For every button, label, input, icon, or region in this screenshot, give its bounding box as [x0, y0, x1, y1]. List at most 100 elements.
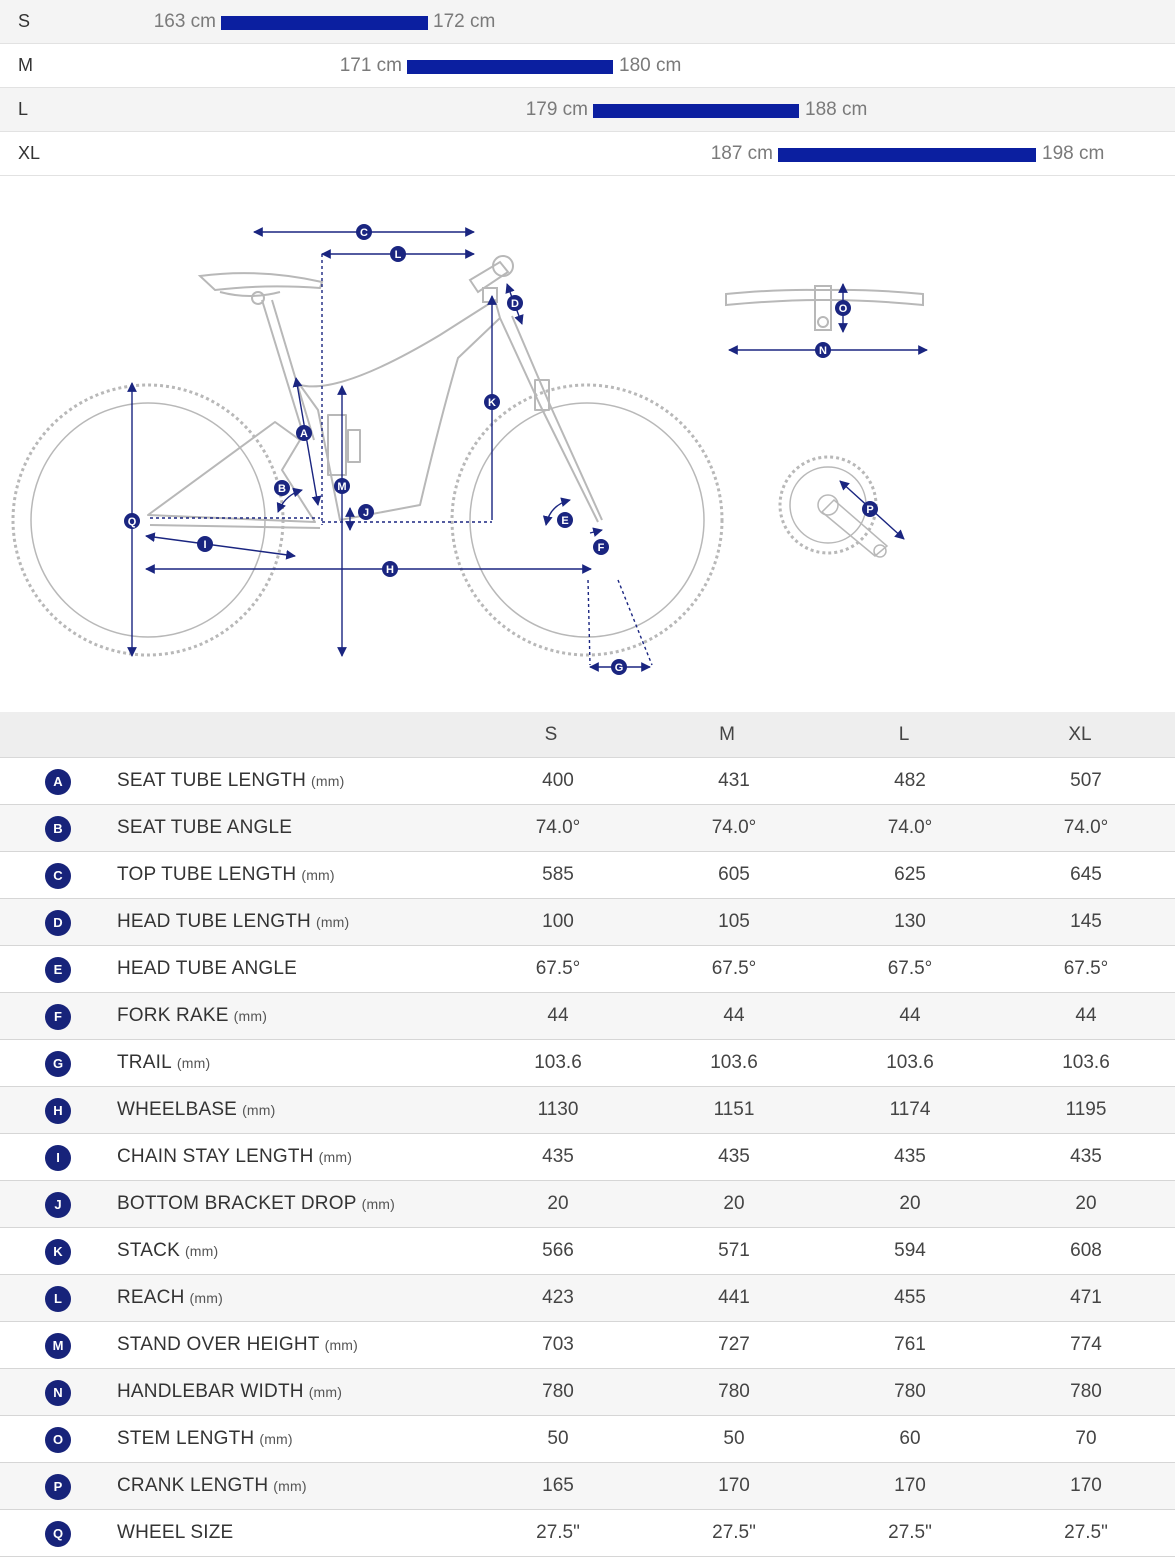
diagram-label-o: O [835, 300, 851, 316]
value-s: 566 [542, 1240, 574, 1261]
letter-badge: M [45, 1333, 71, 1359]
value-xl: 645 [1070, 864, 1102, 885]
value-l: 27.5" [888, 1522, 932, 1543]
value-m: 50 [723, 1428, 745, 1449]
row-label: CHAIN STAY LENGTH(mm) [117, 1146, 352, 1168]
diagram-label-c: C [356, 224, 372, 240]
range-max: 188 cm [805, 99, 868, 120]
diagram-label-d: D [507, 295, 523, 311]
value-m: 74.0° [711, 817, 757, 838]
range-bar [778, 148, 1036, 162]
value-s: 44 [547, 1005, 569, 1026]
handlebar [725, 285, 924, 331]
letter-badge: H [45, 1098, 71, 1124]
range-bar [407, 60, 613, 74]
row-label: WHEEL SIZE [117, 1522, 238, 1544]
value-s: 74.0° [535, 817, 581, 838]
row-label: FORK RAKE(mm) [117, 1005, 267, 1027]
diagram-badges: C L D K A B M J Q I H E F G O N P [124, 224, 878, 675]
measurement-name: STEM LENGTH [117, 1428, 255, 1449]
value-s: 20 [547, 1193, 569, 1214]
letter-badge: D [45, 910, 71, 936]
row-label: CRANK LENGTH(mm) [117, 1475, 307, 1497]
value-xl: 103.6 [1062, 1052, 1110, 1073]
measurement-name: BOTTOM BRACKET DROP [117, 1193, 357, 1214]
svg-text:P: P [866, 504, 873, 516]
rear-wheel [11, 383, 285, 657]
svg-text:N: N [819, 345, 827, 357]
value-s: 50 [547, 1428, 569, 1449]
value-xl: 145 [1070, 911, 1102, 932]
letter-badge: J [45, 1192, 71, 1218]
value-s: 400 [542, 770, 574, 791]
measurement-unit: (mm) [184, 1243, 219, 1259]
geometry-diagram: C L D K A B M J Q I H E F G O N P [0, 176, 1175, 712]
value-l: 625 [894, 864, 926, 885]
value-m: 780 [718, 1381, 750, 1402]
value-m: 67.5° [711, 958, 757, 979]
saddle [197, 272, 324, 305]
diagram-label-h: H [382, 561, 398, 577]
svg-text:L: L [395, 249, 402, 261]
measurement-unit: (mm) [242, 1102, 276, 1118]
stem [468, 255, 514, 303]
value-m: 605 [718, 864, 750, 885]
measurement-name: SEAT TUBE LENGTH [117, 770, 307, 791]
diagram-label-k: K [484, 394, 500, 410]
svg-text:H: H [386, 564, 394, 576]
value-xl: 44 [1075, 1005, 1097, 1026]
column-header-xl: XL [1068, 724, 1092, 745]
row-label: TOP TUBE LENGTH(mm) [117, 864, 335, 886]
range-max: 180 cm [619, 55, 682, 76]
value-l: 780 [894, 1381, 926, 1402]
svg-text:I: I [203, 539, 206, 551]
row-label: STAND OVER HEIGHT(mm) [117, 1334, 358, 1356]
measurement-unit: (mm) [259, 1431, 293, 1447]
value-s: 27.5" [536, 1522, 580, 1543]
svg-text:K: K [488, 397, 496, 409]
value-l: 1174 [889, 1099, 931, 1120]
value-m: 20 [723, 1193, 745, 1214]
value-s: 423 [542, 1287, 574, 1308]
measurement-unit: (mm) [308, 1384, 343, 1400]
svg-text:Q: Q [128, 516, 137, 528]
range-min: 171 cm [339, 55, 402, 76]
diagram-label-g: G [611, 659, 627, 675]
row-label: TRAIL(mm) [117, 1052, 210, 1074]
measurement-unit: (mm) [301, 867, 335, 883]
value-l: 20 [899, 1193, 921, 1214]
value-xl: 435 [1070, 1146, 1102, 1167]
value-l: 60 [899, 1428, 921, 1449]
diagram-label-e: E [557, 512, 573, 528]
measurement-name: WHEELBASE [117, 1099, 238, 1120]
size-label: M [18, 55, 33, 75]
value-m: 435 [718, 1146, 750, 1167]
value-xl: 471 [1070, 1287, 1102, 1308]
diagram-label-q: Q [124, 513, 140, 529]
value-s: 165 [542, 1475, 574, 1496]
rider-height-size-chart: S 163 cm 172 cm M 171 cm 180 cm L 179 cm… [0, 0, 1175, 176]
size-range-row-s: S 163 cm 172 cm [0, 0, 1175, 44]
value-l: 74.0° [887, 817, 933, 838]
svg-text:O: O [839, 303, 848, 315]
value-s: 585 [542, 864, 574, 885]
row-label: STEM LENGTH(mm) [117, 1428, 293, 1450]
svg-text:J: J [363, 507, 369, 519]
value-m: 571 [718, 1240, 750, 1261]
diagram-label-l: L [390, 246, 406, 262]
row-label: SEAT TUBE LENGTH(mm) [117, 770, 344, 792]
column-header-s: S [544, 724, 558, 745]
column-header-l: L [898, 724, 910, 745]
value-l: 435 [894, 1146, 926, 1167]
value-s: 435 [542, 1146, 574, 1167]
letter-badge: C [45, 863, 71, 889]
value-m: 44 [723, 1005, 745, 1026]
row-label: HEAD TUBE ANGLE [117, 958, 302, 980]
measurement-name: SEAT TUBE ANGLE [117, 817, 293, 838]
value-l: 44 [899, 1005, 921, 1026]
letter-badge: I [45, 1145, 71, 1171]
